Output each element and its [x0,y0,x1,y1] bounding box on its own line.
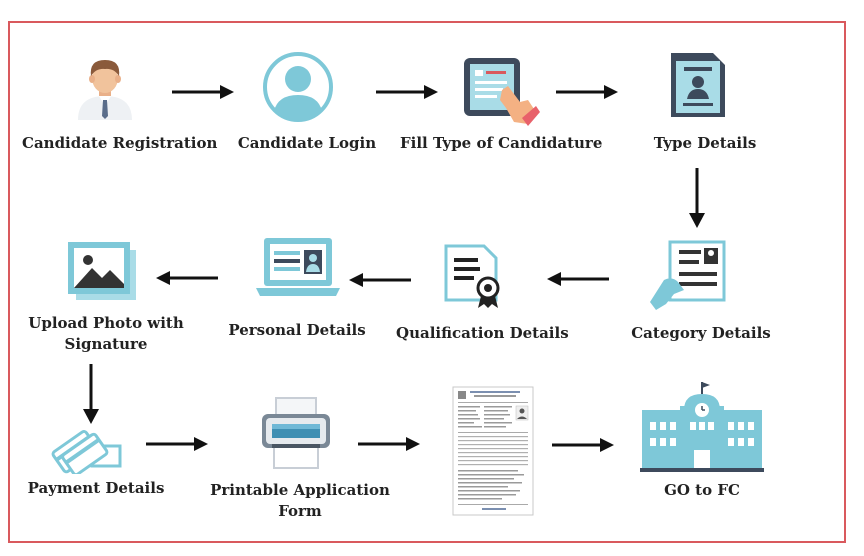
user-avatar-icon [263,52,333,122]
arrow-down-icon [689,168,705,228]
step-label: Type Details [653,134,757,152]
application-form-icon [452,386,534,516]
step-label: Printable Application Form [208,480,392,522]
arrow-right-icon [358,437,420,451]
step-label: Candidate Registration [22,134,218,152]
building-icon [640,382,764,472]
step-label-line2: Signature [64,335,148,353]
printer-icon [262,397,330,469]
person-icon [78,60,132,120]
step-label: Upload Photo with Signature [26,313,186,355]
step-label-line2: Form [278,502,322,520]
laptop-profile-icon [256,238,340,296]
step-label: Personal Details [228,321,366,339]
arrow-right-icon [556,85,618,99]
arrow-right-icon [552,438,614,452]
photo-icon [68,242,136,300]
id-card-icon [671,53,725,117]
arrow-left-icon [349,273,411,287]
step-label: Qualification Details [396,324,569,342]
certificate-icon [444,244,500,308]
arrow-left-icon [547,272,609,286]
tablet-touch-icon [464,58,540,126]
step-label: Fill Type of Candidature [400,134,603,152]
arrow-right-icon [146,437,208,451]
step-label: Payment Details [27,479,165,497]
step-label-line1: Upload Photo with [28,314,184,332]
hand-document-icon [650,240,726,310]
arrow-right-icon [376,85,438,99]
payment-cards-icon [51,430,122,474]
arrow-right-icon [172,85,234,99]
arrow-left-icon [156,271,218,285]
arrow-down-icon [83,364,99,424]
step-label-line1: Printable Application [210,481,390,499]
step-label: Category Details [631,324,771,342]
step-label: GO to FC [664,481,740,499]
step-label: Candidate Login [237,134,377,152]
